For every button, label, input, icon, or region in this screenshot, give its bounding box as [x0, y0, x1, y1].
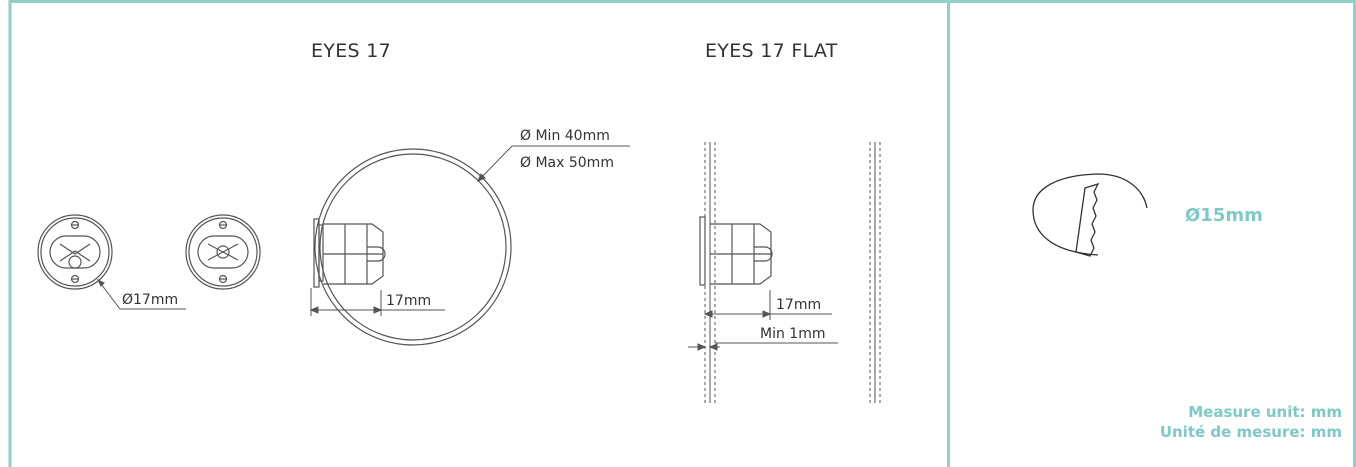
side-view-eyes17-flat	[699, 142, 881, 403]
dimension-depth-eyes17-flat	[703, 290, 832, 320]
label-max-50: Ø Max 50mm	[520, 155, 614, 171]
measure-unit-note: Measure unit: mm Unité de mesure: mm	[1160, 402, 1342, 442]
label-depth-17-b: 17mm	[776, 297, 821, 313]
front-view-eyes17-flat	[185, 214, 261, 290]
leader-diameter-17	[96, 278, 186, 310]
measure-unit-fr: Unité de mesure: mm	[1159, 423, 1342, 441]
hole-diameter-label: Ø15mm	[1185, 205, 1263, 226]
label-diameter-17: Ø17mm	[122, 292, 178, 308]
model-title-eyes17: EYES 17	[311, 40, 391, 62]
leader-ring-diameter	[477, 145, 630, 182]
measure-unit-en: Measure unit: mm	[1188, 403, 1342, 421]
model-title-eyes17-flat: EYES 17 FLAT	[705, 40, 838, 62]
dimension-min-1mm	[688, 342, 838, 351]
label-depth-17-a: 17mm	[386, 293, 431, 309]
front-view-eyes17	[37, 214, 113, 290]
label-min-40: Ø Min 40mm	[520, 128, 610, 144]
dimension-depth-eyes17	[309, 288, 445, 316]
label-min-1: Min 1mm	[760, 326, 825, 342]
panel-borders	[8, 0, 1356, 467]
hole-cut-drawing	[1032, 173, 1148, 257]
side-view-eyes17	[313, 148, 512, 346]
